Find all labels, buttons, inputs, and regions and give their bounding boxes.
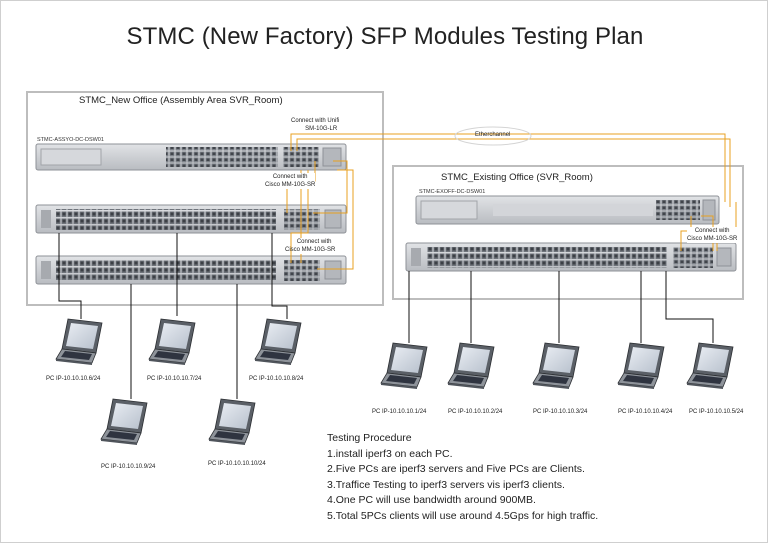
new-office-label: STMC_New Office (Assembly Area SVR_Room) — [79, 95, 283, 106]
existing-office-label: STMC_Existing Office (SVR_Room) — [441, 172, 593, 183]
laptop-icon — [617, 342, 665, 389]
pc-label-existing: PC IP-10.10.10.1/24 — [372, 409, 427, 415]
pc-label-new: PC IP-10.10.10.6/24 — [46, 376, 101, 382]
cisco-connection-label-existing: Connect with Cisco MM-10G-SR — [687, 227, 738, 243]
procedure-step: 3.Traffice Testing to iperf3 servers vis… — [327, 478, 565, 491]
procedure-step: 5.Total 5PCs clients will use around 4.5… — [327, 509, 599, 522]
pc-label-new: PC IP-10.10.10.7/24 — [147, 376, 202, 382]
procedure-step: 4.One PC will use bandwidth around 900MB… — [327, 494, 536, 506]
pc-label-existing: PC IP-10.10.10.2/24 — [448, 409, 503, 415]
procedure-step: 2.Five PCs are iperf3 servers and Five P… — [327, 463, 585, 475]
existing-office-region — [392, 165, 744, 300]
pc-label-new: PC IP-10.10.10.9/24 — [101, 464, 156, 470]
laptop-icon — [208, 398, 256, 445]
pc-links-new — [58, 233, 288, 399]
laptop-icon — [380, 342, 428, 389]
laptop-icon — [447, 342, 495, 389]
diagram-title: STMC (New Factory) SFP Modules Testing P… — [126, 23, 644, 50]
procedure-step: 1.install iperf3 on each PC. — [327, 447, 453, 460]
laptop-icon — [686, 342, 734, 389]
existing-office-core-switch-name: STMC-EXOFF-DC-DSW01 — [419, 189, 486, 195]
pc-label-new: PC IP-10.10.10.10/24 — [208, 461, 266, 467]
etherchannel-marker — [454, 126, 532, 146]
laptops — [55, 318, 734, 445]
unifi-connection-label: Connect with Unifi SM-10G-LR — [291, 118, 340, 132]
new-office-core-switch — [35, 143, 347, 171]
new-office-core-switch-name: STMC-ASSYO-DC-DSW01 — [37, 137, 104, 143]
existing-office-core-switch — [415, 195, 720, 225]
pc-label-existing: PC IP-10.10.10.5/24 — [689, 409, 744, 415]
cisco-connection-label-1: Connect with Cisco MM-10G-SR — [265, 173, 316, 189]
new-office-access-switch-1 — [35, 204, 347, 234]
laptop-icon — [148, 318, 196, 365]
laptop-icon — [532, 342, 580, 389]
pc-label-new: PC IP-10.10.10.8/24 — [249, 376, 304, 382]
testing-procedure: Testing Procedure 1.install iperf3 on ea… — [327, 431, 598, 524]
existing-office-access-switch — [405, 242, 737, 272]
laptop-icon — [254, 318, 302, 365]
cisco-connection-label-2: Connect with Cisco MM-10G-SR — [285, 238, 336, 254]
laptop-icon — [55, 318, 103, 365]
pc-label-existing: PC IP-10.10.10.3/24 — [533, 409, 588, 415]
pc-label-existing: PC IP-10.10.10.4/24 — [618, 409, 673, 415]
procedure-heading: Testing Procedure — [327, 432, 412, 444]
etherchannel-label: Etherchannel — [475, 132, 511, 138]
pc-links-existing — [408, 271, 714, 343]
new-office-access-switch-2 — [35, 255, 347, 285]
new-office-region — [26, 91, 384, 306]
laptop-icon — [100, 398, 148, 445]
